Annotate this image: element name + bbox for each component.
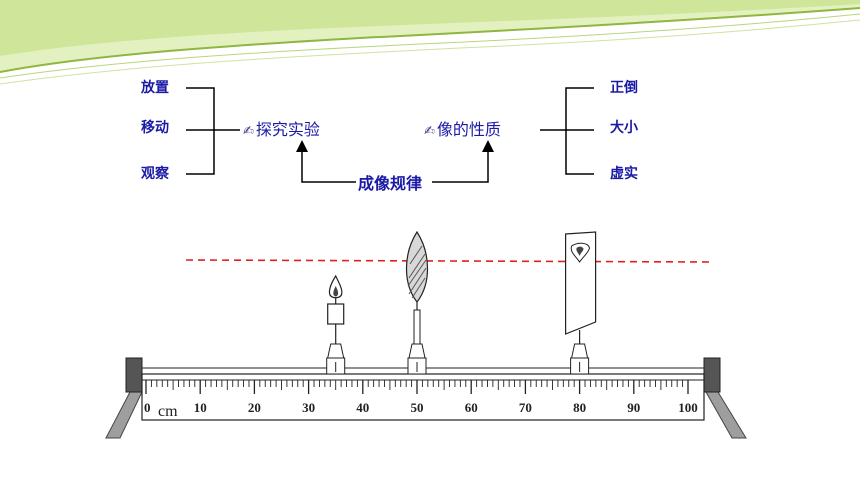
left-item-observe: 观察 <box>141 166 169 182</box>
principal-axis <box>185 259 711 263</box>
unit-label: cm <box>158 403 178 420</box>
left-end-block <box>125 357 143 393</box>
property-node: ✍像的性质 <box>424 120 501 139</box>
law-label: 成像规律 <box>358 174 423 193</box>
right-leg <box>705 391 747 439</box>
top-banner <box>0 0 860 85</box>
ruler-tick-label: 100 <box>678 400 698 415</box>
candle <box>326 274 346 375</box>
ruler-tick-label: 10 <box>194 400 207 415</box>
left-item-move: 移动 <box>141 120 169 136</box>
ruler-tick-label: 90 <box>627 400 640 415</box>
pen-icon: ✍ <box>243 124 254 139</box>
left-leg <box>105 391 143 439</box>
ruler-tick-label: 60 <box>465 400 478 415</box>
left-item-place: 放置 <box>141 80 169 96</box>
experiment-label: 探究实验 <box>255 120 320 139</box>
ruler-tick-label: 0 <box>144 400 151 415</box>
right-item-size: 大小 <box>610 120 638 136</box>
concept-diagram-lines <box>186 87 594 183</box>
ruler-tick-label: 80 <box>573 400 586 415</box>
ruler-tick-label: 50 <box>411 400 424 415</box>
ruler-tick-label: 70 <box>519 400 532 415</box>
ruler-labels: 0 10 20 30 40 50 60 70 80 90 100 <box>144 400 698 415</box>
right-item-orientation: 正倒 <box>610 80 638 96</box>
ruler-tick-label: 40 <box>356 400 369 415</box>
ruler-ticks <box>145 380 689 394</box>
experiment-node: ✍探究实验 <box>243 120 320 139</box>
ruler-tick-label: 20 <box>248 400 261 415</box>
light-screen <box>564 231 597 375</box>
ruler-tick-label: 30 <box>302 400 315 415</box>
pen-icon: ✍ <box>424 124 435 139</box>
convex-lens <box>406 230 428 375</box>
property-label: 像的性质 <box>436 120 501 139</box>
right-item-real-virtual: 虚实 <box>610 166 638 182</box>
right-end-block <box>703 357 721 393</box>
